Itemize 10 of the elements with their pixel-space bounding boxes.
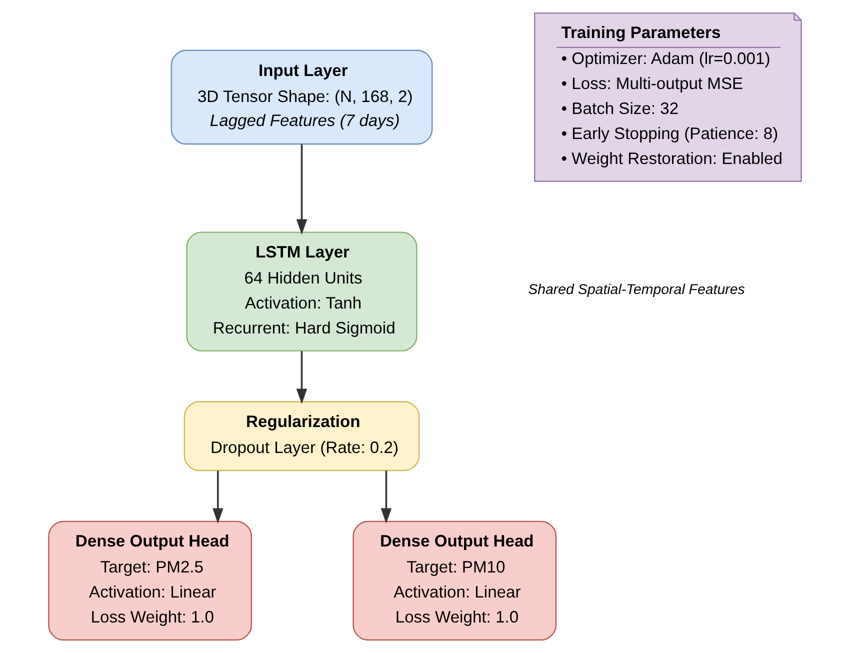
- arrow: [296, 144, 307, 235]
- node-box: Regularization Dropout Layer (Rate: 0.2): [183, 401, 420, 472]
- label: Shared Spatial-Temporal Features: [528, 282, 744, 298]
- node-box: Dense Output Head Target: PM2.5 Activation: Linear Loss Weight: 1.0: [48, 520, 252, 641]
- node-box: LSTM Layer 64 Hidden Units Activation: Tanh Recurrent: Hard Sigmoid: [186, 232, 417, 352]
- arrow: [296, 351, 307, 404]
- arrow: [380, 470, 392, 524]
- node-box: Dense Output Head Target: PM10 Activation: Linear Loss Weight: 1.0: [352, 520, 556, 641]
- arrow: [212, 470, 223, 524]
- node-box: Input Layer 3D Tensor Shape: (N, 168, 2) Lagged Features (7 days): [170, 50, 432, 145]
